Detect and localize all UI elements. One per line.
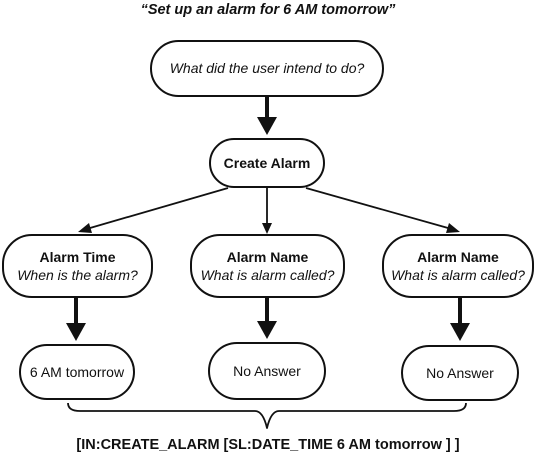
arrow-root-to-intent-head [257,117,277,135]
answer-node-alarm-name-right: No Answer [401,345,519,401]
arrow-intent-to-slot-3-shaft [305,187,449,229]
diagram-title: “Set up an alarm for 6 AM tomorrow” [140,2,396,18]
slot-question: What is alarm called? [391,266,525,283]
intent-node: Create Alarm [209,138,325,188]
answer-node-alarm-time: 6 AM tomorrow [19,344,135,400]
arrow-intent-to-slot-3-head [446,223,460,233]
slot-question: What is alarm called? [200,266,335,283]
arrow-slot-1-to-answer-head [66,323,86,341]
slot-node-alarm-name-right: Alarm Name What is alarm called? [382,234,534,298]
answer-text: 6 AM tomorrow [29,363,125,380]
arrow-intent-to-slot-1-shaft [89,187,229,229]
slot-node-alarm-time: Alarm Time When is the alarm? [2,234,153,298]
parse-output: [IN:CREATE_ALARM [SL:DATE_TIME 6 AM tomo… [76,437,460,453]
root-question-node: What did the user intend to do? [150,40,384,97]
arrow-intent-to-slot-1-head [78,223,92,233]
slot-title: Alarm Name [417,248,499,265]
slot-title: Alarm Time [39,248,116,265]
root-question-text: What did the user intend to do? [169,60,365,77]
arrow-slot-2-to-answer-head [257,321,277,339]
grouping-brace [67,402,467,429]
answer-text: No Answer [233,362,301,379]
slot-question: When is the alarm? [17,266,138,283]
slot-title: Alarm Name [226,248,309,265]
intent-label: Create Alarm [223,154,311,171]
answer-node-alarm-name-middle: No Answer [208,342,326,400]
slot-node-alarm-name-middle: Alarm Name What is alarm called? [190,234,345,298]
arrow-intent-to-slot-2-head [262,223,272,234]
arrow-slot-3-to-answer-head [450,323,470,341]
answer-text: No Answer [426,364,494,381]
